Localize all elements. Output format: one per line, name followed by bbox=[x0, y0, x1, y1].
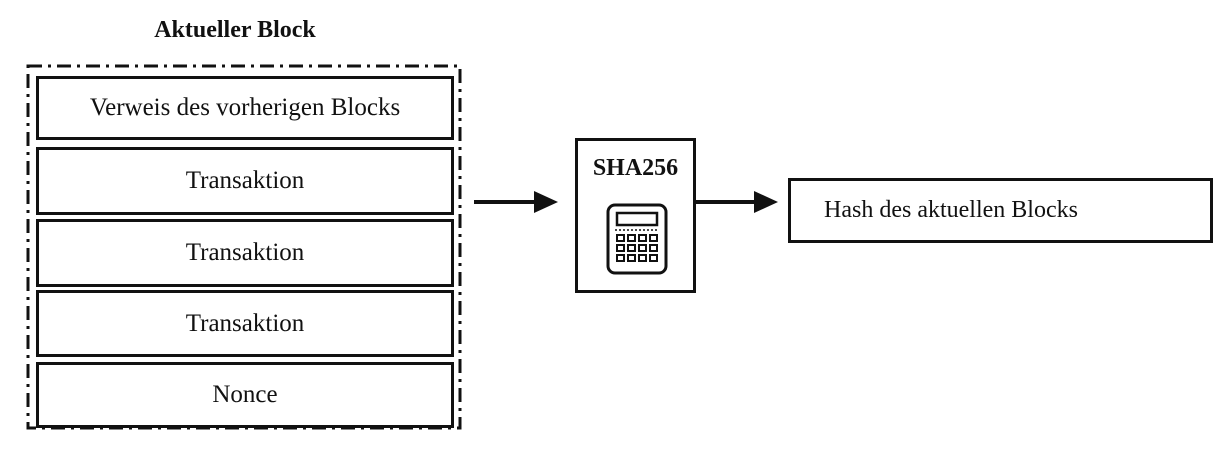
dash-dot-border bbox=[26, 64, 462, 430]
block-hash-output: Hash des aktuellen Blocks bbox=[788, 178, 1213, 243]
output-label: Hash des aktuellen Blocks bbox=[824, 197, 1078, 223]
calculator-icon bbox=[606, 203, 668, 275]
arrow-block-to-hasher bbox=[474, 191, 558, 213]
previous-block-reference-field: Verweis des vorherigen Blocks bbox=[36, 76, 454, 140]
transaction-field-3: Transaktion bbox=[36, 290, 454, 357]
current-block-frame bbox=[26, 64, 462, 430]
hasher-label: SHA256 bbox=[592, 155, 679, 181]
sha256-hasher: SHA256 bbox=[575, 138, 696, 293]
nonce-field: Nonce bbox=[36, 362, 454, 428]
transaction-field-1: Transaktion bbox=[36, 147, 454, 215]
arrow-hasher-to-output bbox=[696, 191, 778, 213]
transaction-field-2: Transaktion bbox=[36, 219, 454, 287]
block-title: Aktueller Block bbox=[154, 17, 316, 43]
